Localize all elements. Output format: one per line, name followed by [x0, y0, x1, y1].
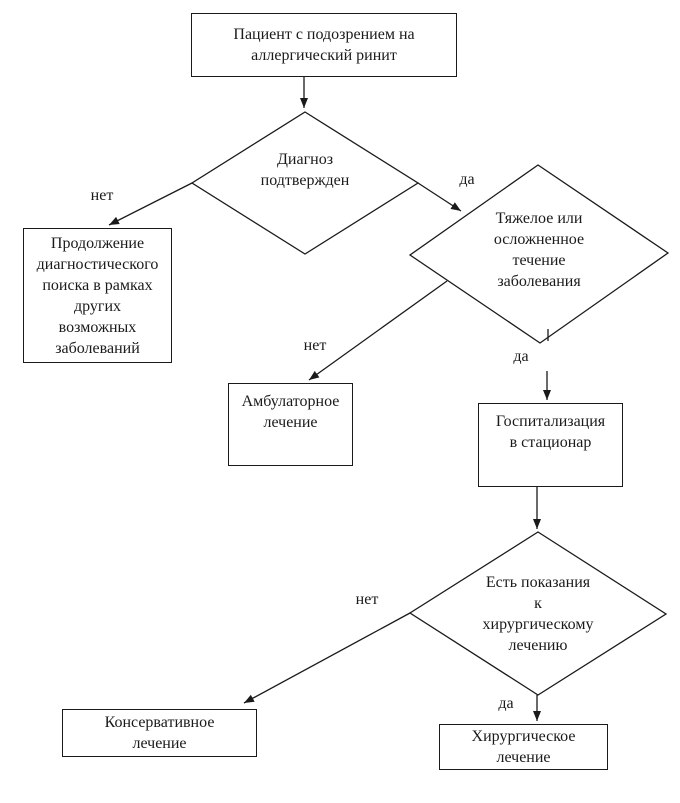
arrow-diagnosis-yes-to-severe-course	[417, 182, 462, 212]
edge-label-severe-yes: да	[513, 348, 529, 365]
node-continue-search-label: Продолжение диагностического поиска в ра…	[36, 234, 159, 357]
decision-surgery-indication-shape	[408, 531, 668, 696]
node-conservative-label: Консервативное лечение	[104, 714, 215, 752]
node-conservative: Консервативное лечение	[62, 709, 257, 757]
edge-label-surgery-no: нет	[355, 591, 379, 608]
decision-diagnosis-confirmed-label: Диагноз подтвержден	[260, 151, 350, 189]
node-hospitalization: Госпитализация в стационар	[478, 403, 623, 487]
decision-severe-course-label: Тяжелое или осложненное течение заболева…	[493, 210, 585, 290]
edge-label-severe-no: нет	[303, 337, 327, 354]
decision-diagnosis-confirmed-shape	[190, 111, 420, 255]
edge-label-diagnosis-yes: да	[459, 171, 475, 188]
edge-label-surgery-yes: да	[498, 695, 514, 712]
arrow-severe-no-to-outpatient	[308, 280, 448, 381]
node-outpatient-label: Амбулаторное лечение	[241, 393, 340, 431]
edge-label-diagnosis-no: нет	[90, 187, 114, 204]
node-outpatient: Амбулаторное лечение	[228, 383, 353, 466]
node-hospitalization-label: Госпитализация в стационар	[495, 413, 606, 451]
node-patient: Пациент с подозрением на аллергический р…	[191, 13, 457, 77]
arrow-diagnosis-no-to-continue-search	[108, 182, 193, 226]
node-surgical-label: Хирургическое лечение	[471, 728, 576, 766]
decision-surgery-indication-label: Есть показания к хирургическому лечению	[482, 574, 594, 654]
arrow-surgery-no-to-conservative	[243, 612, 411, 704]
decision-severe-course-shape	[408, 164, 670, 344]
node-surgical: Хирургическое лечение	[439, 724, 608, 770]
node-continue-search: Продолжение диагностического поиска в ра…	[23, 228, 172, 363]
node-patient-label: Пациент с подозрением на аллергический р…	[233, 26, 415, 64]
